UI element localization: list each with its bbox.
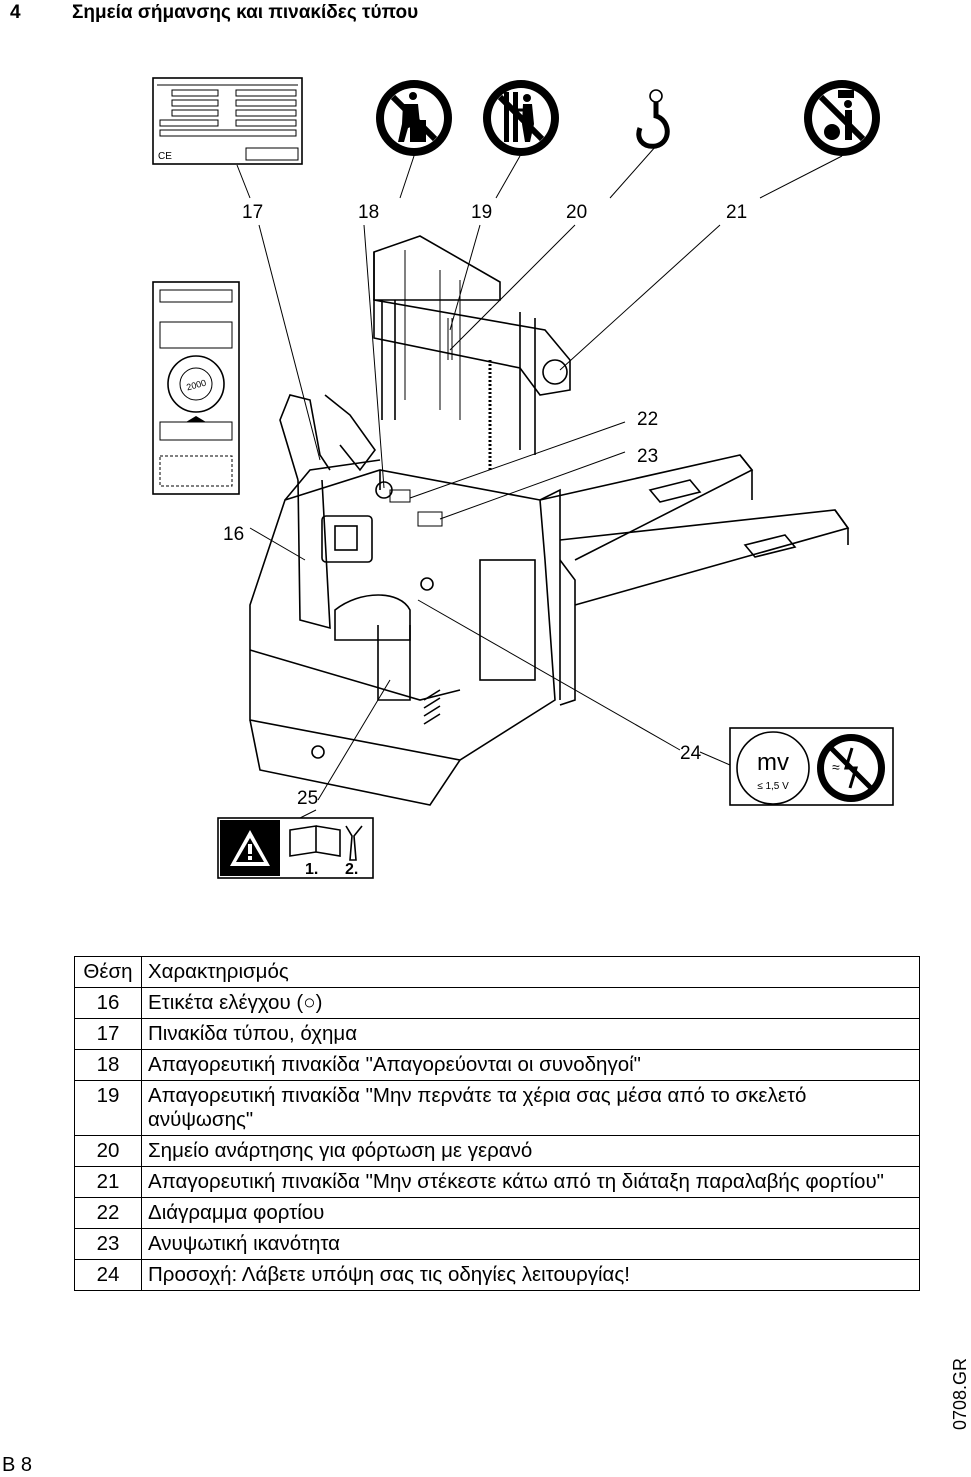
type-plate-17: CE <box>152 77 303 165</box>
table-row: 23 Ανυψωτική ικανότητα <box>74 1228 920 1260</box>
callout-numbers: 16 17 18 19 20 21 22 23 24 25 <box>223 202 747 809</box>
callout-18: 18 <box>358 202 379 223</box>
callout-24: 24 <box>680 743 702 764</box>
no-passengers-sign-18 <box>376 80 452 156</box>
callout-16: 16 <box>223 524 244 545</box>
leader-lines <box>236 145 843 819</box>
legend-desc: Ετικέτα ελέγχου (○) <box>141 987 920 1019</box>
callout-23: 23 <box>637 446 658 467</box>
legend-desc: Σημείο ανάρτησης για φόρτωση με γερανό <box>141 1135 920 1167</box>
table-row: 20 Σημείο ανάρτησης για φόρτωση με γεραν… <box>74 1135 920 1167</box>
step-two: 2. <box>345 861 358 878</box>
voltage-limit: ≤ 1,5 V <box>757 781 789 792</box>
table-row: 24 Προσοχή: Λάβετε υπόψη σας τις οδηγίες… <box>74 1259 920 1291</box>
callout-21: 21 <box>726 202 747 223</box>
inspection-label-16: 2000 <box>152 281 240 495</box>
legend-desc: Προσοχή: Λάβετε υπόψη σας τις οδηγίες λε… <box>141 1259 920 1291</box>
legend-desc: Απαγορευτική πινακίδα "Απαγορεύονται οι … <box>141 1049 920 1081</box>
legend-pos: 22 <box>74 1197 142 1229</box>
legend-desc: Πινακίδα τύπου, όχημα <box>141 1018 920 1050</box>
svg-text:CE: CE <box>158 151 172 162</box>
legend-desc: Διάγραμμα φορτίου <box>141 1197 920 1229</box>
no-hands-in-mast-sign-19 <box>483 80 559 156</box>
table-row: 17 Πινακίδα τύπου, όχημα <box>74 1018 920 1050</box>
legend-pos: 24 <box>74 1259 142 1291</box>
mv-symbol: mv <box>757 749 789 776</box>
legend-pos: 23 <box>74 1228 142 1260</box>
table-row: 21 Απαγορευτική πινακίδα "Μην στέκεστε κ… <box>74 1166 920 1198</box>
no-standing-under-load-sign-21 <box>804 80 880 156</box>
legend-desc: Απαγορευτική πινακίδα "Μην στέκεστε κάτω… <box>141 1166 920 1198</box>
legend-header-row: Θέση Χαρακτηρισμός <box>74 956 920 988</box>
legend-pos: 16 <box>74 987 142 1019</box>
callout-25: 25 <box>297 788 318 809</box>
section-title: Σημεία σήμανσης και πινακίδες τύπου <box>72 2 419 23</box>
manual-warning-label-25: 1. 2. <box>217 817 374 879</box>
legend-pos: 21 <box>74 1166 142 1198</box>
callout-19: 19 <box>471 202 492 223</box>
approx-symbol: ≈ <box>832 759 840 775</box>
callout-22: 22 <box>637 409 658 430</box>
legend-pos: 18 <box>74 1049 142 1081</box>
step-one: 1. <box>305 861 318 878</box>
table-row: 16 Ετικέτα ελέγχου (○) <box>74 987 920 1019</box>
table-row: 22 Διάγραμμα φορτίου <box>74 1197 920 1229</box>
warning-labels-24: mv ≤ 1,5 V ≈ <box>729 727 894 806</box>
legend-table: Θέση Χαρακτηρισμός 16 Ετικέτα ελέγχου (○… <box>74 956 920 1291</box>
crane-hook-icon-20 <box>636 89 670 149</box>
legend-desc: Απαγορευτική πινακίδα "Μην περνάτε τα χέ… <box>141 1080 920 1136</box>
legend-header-pos: Θέση <box>74 956 142 988</box>
page-number: B 8 <box>2 1454 33 1476</box>
legend-pos: 20 <box>74 1135 142 1167</box>
truck-markings-figure: CE 2000 <box>152 77 894 879</box>
pallet-truck-drawing <box>249 235 850 806</box>
inspection-year: 2000 <box>185 378 207 393</box>
table-row: 18 Απαγορευτική πινακίδα "Απαγορεύονται … <box>74 1049 920 1081</box>
table-row: 19 Απαγορευτική πινακίδα "Μην περνάτε τα… <box>74 1080 920 1136</box>
section-number: 4 <box>10 2 21 23</box>
callout-17: 17 <box>242 202 263 223</box>
section-header: 4 Σημεία σήμανσης και πινακίδες τύπου <box>10 2 418 24</box>
legend-desc: Ανυψωτική ικανότητα <box>141 1228 920 1260</box>
legend-pos: 19 <box>74 1080 142 1136</box>
legend-pos: 17 <box>74 1018 142 1050</box>
callout-20: 20 <box>566 202 587 223</box>
legend-header-desc: Χαρακτηρισμός <box>141 956 920 988</box>
document-code: 0708.GR <box>950 1357 970 1430</box>
